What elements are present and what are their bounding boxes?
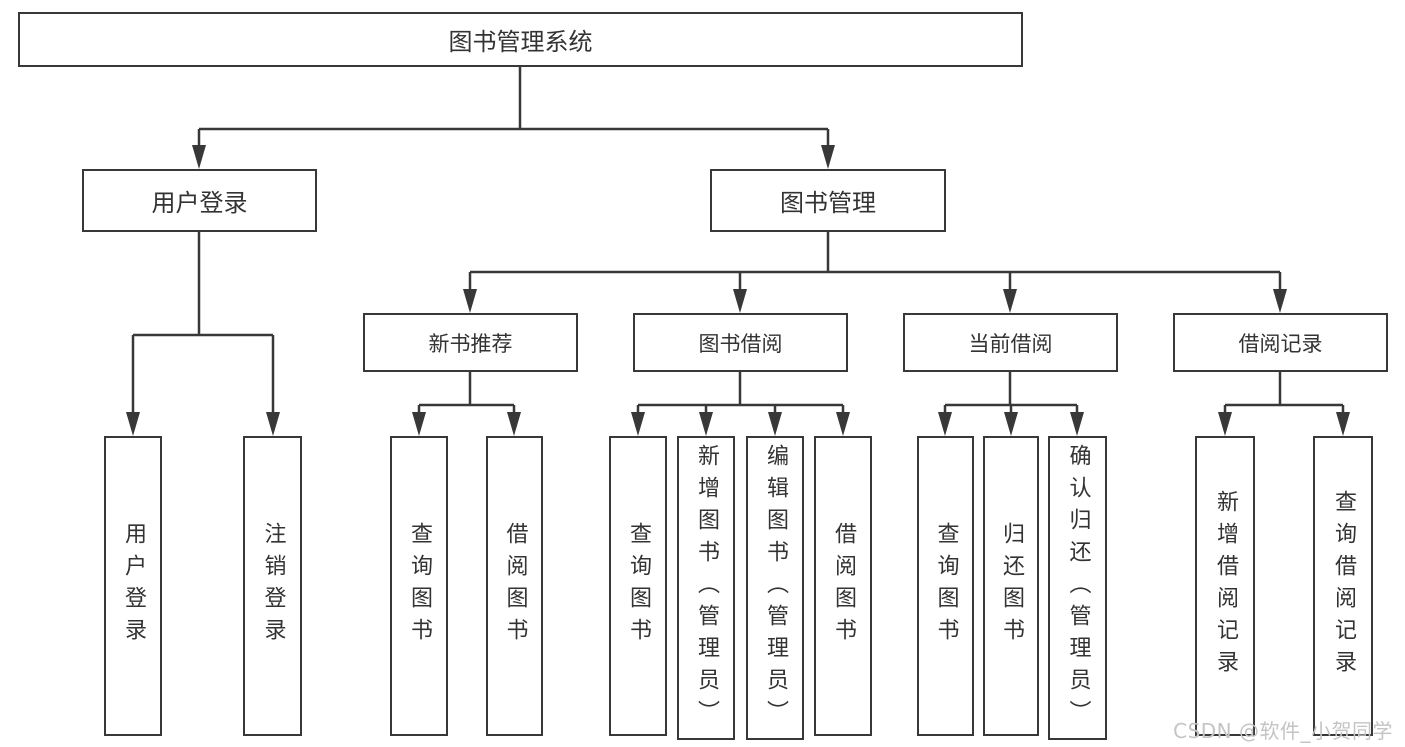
leaf-cb-query-book: 查询图书	[917, 436, 974, 736]
csdn-watermark: CSDN @软件_小贺同学	[1173, 719, 1393, 743]
connector-borrow-record-to-leaves	[1218, 372, 1350, 436]
node-current-borrow: 当前借阅	[903, 313, 1118, 372]
connector-current-borrow-to-leaves	[938, 372, 1084, 436]
connector-book-management-to-level2	[463, 232, 1287, 313]
connector-book-borrow-to-leaves	[631, 372, 850, 436]
node-book-borrow: 图书借阅	[633, 313, 848, 372]
leaf-logout: 注销登录	[243, 436, 302, 736]
connector-root-to-level1	[192, 67, 835, 169]
leaf-nb-query-book: 查询图书	[390, 436, 448, 736]
leaf-bb-add-book: 新增图书（管理员）	[677, 436, 735, 740]
leaf-br-query-record: 查询借阅记录	[1313, 436, 1373, 736]
leaf-bb-borrow-book: 借阅图书	[814, 436, 872, 736]
node-root: 图书管理系统	[18, 12, 1023, 67]
leaf-cb-confirm-return: 确认归还（管理员）	[1048, 436, 1107, 740]
connector-user-login-to-leaves	[126, 232, 280, 436]
leaf-user-login: 用户登录	[104, 436, 162, 736]
leaf-nb-borrow-book: 借阅图书	[486, 436, 543, 736]
node-user-login: 用户登录	[82, 169, 317, 232]
node-new-book-recommend: 新书推荐	[363, 313, 578, 372]
leaf-cb-return-book: 归还图书	[983, 436, 1039, 736]
connector-new-book-to-leaves	[412, 372, 521, 436]
node-borrow-record: 借阅记录	[1173, 313, 1388, 372]
node-book-management: 图书管理	[710, 169, 946, 232]
leaf-br-add-record: 新增借阅记录	[1195, 436, 1255, 736]
leaf-bb-query-book: 查询图书	[609, 436, 667, 736]
leaf-bb-edit-book: 编辑图书（管理员）	[746, 436, 804, 740]
